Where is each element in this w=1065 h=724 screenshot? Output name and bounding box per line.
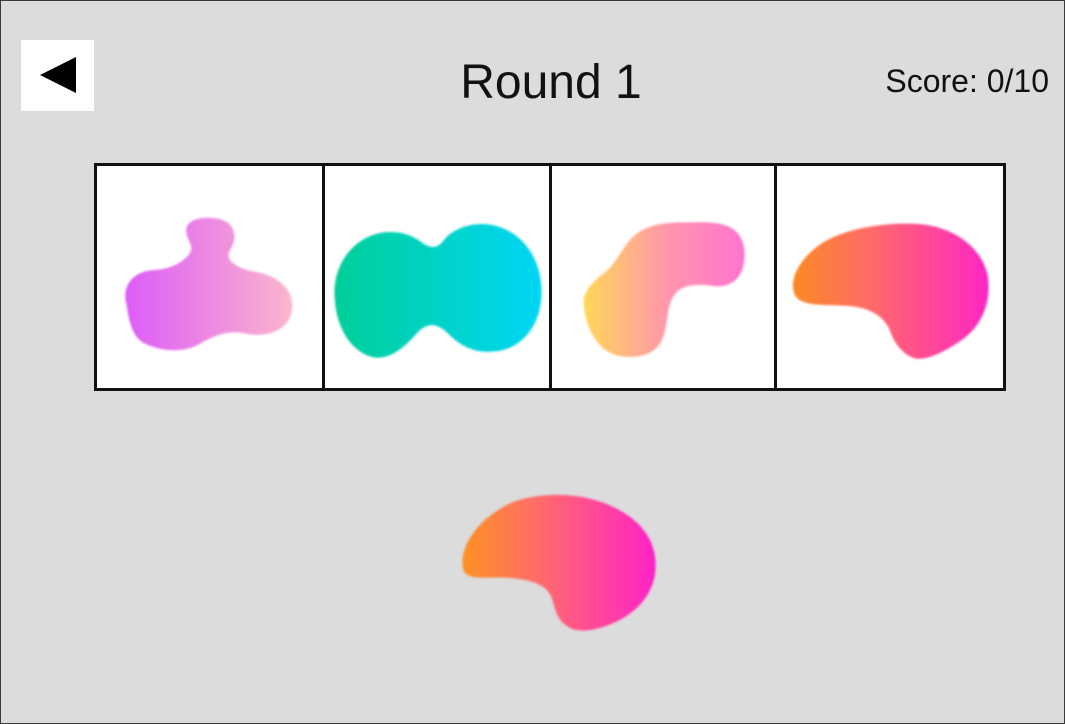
answer-options — [94, 163, 1006, 391]
option-card-3[interactable] — [552, 166, 777, 388]
back-button[interactable] — [21, 40, 94, 111]
score-display: Score: 0/10 — [885, 63, 1049, 99]
option-card-1[interactable] — [97, 166, 325, 388]
blob-option-3 — [583, 222, 745, 357]
round-title: Round 1 — [460, 56, 642, 109]
blob-option-2 — [333, 224, 542, 358]
blob-option-1 — [125, 217, 293, 351]
back-triangle-icon — [40, 57, 76, 93]
blob-option-4 — [792, 223, 989, 359]
target-blob[interactable] — [451, 486, 666, 636]
option-card-2[interactable] — [324, 166, 552, 388]
option-card-4[interactable] — [776, 166, 1003, 388]
